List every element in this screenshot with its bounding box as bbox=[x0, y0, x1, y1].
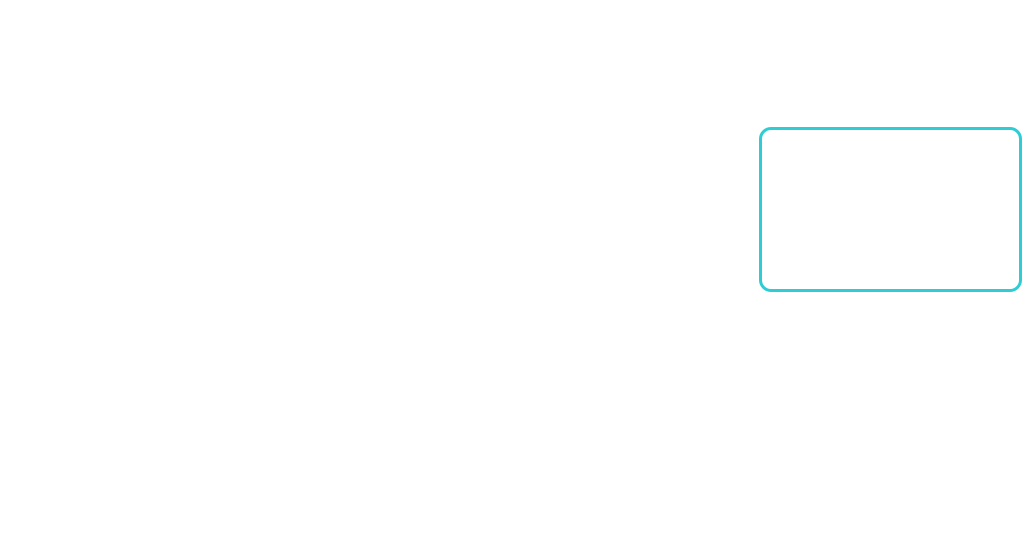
empty-outlined-card bbox=[759, 127, 1022, 292]
